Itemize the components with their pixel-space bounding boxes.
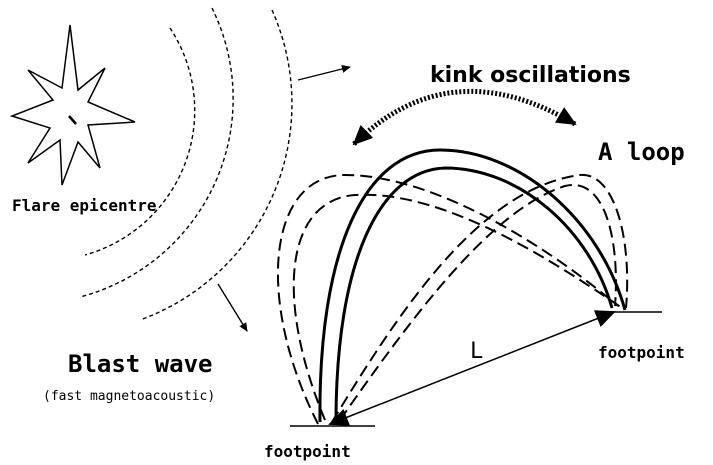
wavefront-inner — [85, 28, 195, 255]
equilibrium-loop — [320, 150, 625, 422]
blast-wave-fronts — [80, 8, 292, 320]
loop-length-arrow — [330, 312, 614, 424]
kink-oscillations-label: kink oscillations — [430, 63, 631, 88]
flare-epicentre-label: Flare epicentre — [12, 196, 157, 215]
wavefront-outer — [140, 10, 292, 320]
flare-star-icon — [12, 25, 135, 185]
solid-loop-inner — [336, 168, 612, 422]
loop-label: A loop — [598, 138, 685, 166]
footpoint-right-label: footpoint — [598, 343, 685, 362]
solid-loop-outer — [320, 150, 625, 422]
wavefront-middle — [80, 8, 233, 297]
footpoint-left-label: footpoint — [264, 442, 351, 461]
kink-double-arrow — [354, 91, 575, 144]
displaced-loops — [278, 175, 627, 424]
blast-wave-sublabel: (fast magnetoacoustic) — [43, 389, 215, 404]
dashed-loop-2 — [294, 195, 622, 420]
dashed-loop-4 — [340, 185, 616, 420]
dashed-loop-3 — [332, 175, 627, 422]
wave-direction-arrow — [298, 67, 350, 80]
loop-length-label: L — [470, 339, 483, 364]
blast-wave-label: Blast wave — [68, 350, 213, 378]
wave-outward-arrow — [218, 284, 247, 331]
